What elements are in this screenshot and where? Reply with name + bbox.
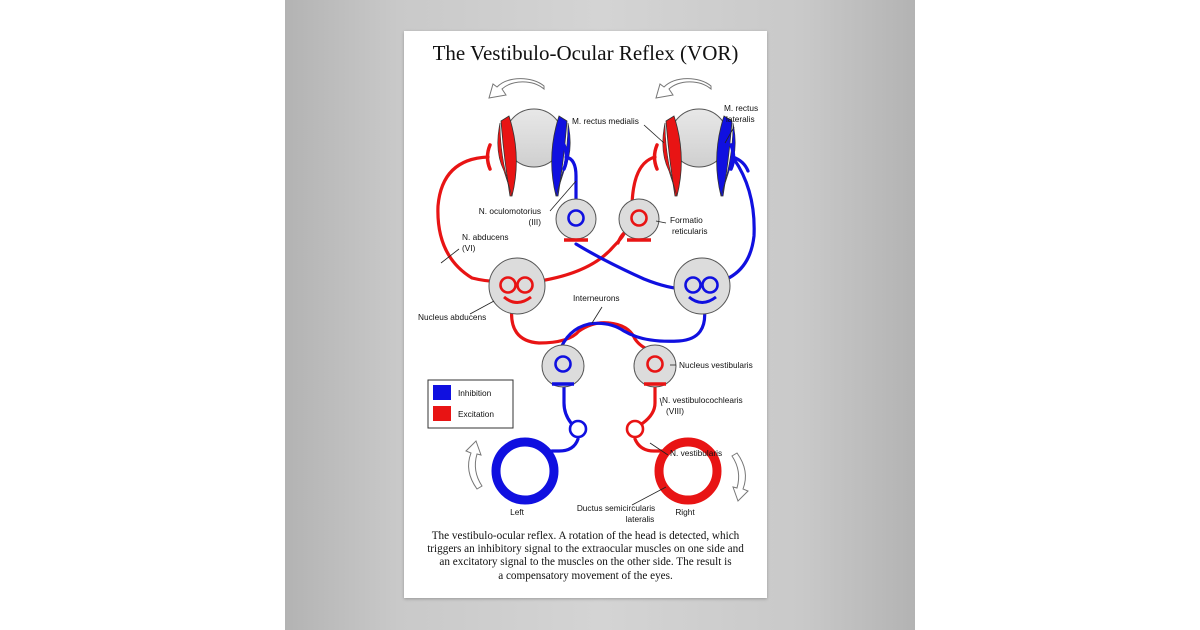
abducens-left-synapse [503, 295, 532, 304]
eye-rotation-arrow-right [655, 78, 712, 99]
right-eye-medial-muscle-fill [662, 122, 678, 197]
caption-line: an excitatory signal to the muscles on t… [439, 556, 732, 569]
label-m-rectus-medialis: M. rectus medialis [572, 116, 639, 126]
poster-title: The Vestibulo-Ocular Reflex (VOR) [432, 41, 739, 65]
red-ganglion-to-canal-right [633, 437, 664, 453]
red-abducens-nerve-left [436, 155, 511, 284]
leader-n-oculomotorius [549, 180, 577, 212]
abducens-right-synapse [688, 295, 717, 304]
vor-diagram: Inhibition Excitation M. rectus medialis… [418, 78, 758, 524]
ganglion-right [625, 419, 645, 439]
legend-swatch-excitation [433, 406, 451, 421]
leader-formatio [655, 220, 667, 224]
label-n-abducens-2: (VI) [462, 243, 476, 253]
caption-line: triggers an inhibitory signal to the ext… [427, 543, 744, 556]
label-interneurons: Interneurons [573, 293, 620, 303]
leader-n-vestibularis [649, 442, 669, 456]
oculomotor-neuron [567, 209, 585, 227]
label-n-vestibularis: N. vestibularis [670, 448, 722, 458]
label-left: Left [510, 507, 525, 517]
legend-excitation-label: Excitation [458, 409, 494, 419]
canal-rotation-arrow-left [465, 440, 483, 490]
label-n-abducens-1: N. abducens [462, 232, 509, 242]
label-m-rectus-lateralis-2: lateralis [726, 114, 755, 124]
blue-oculomotor-from-left-medial [564, 155, 578, 208]
leader-ductus [631, 486, 667, 506]
label-n-vestibulocochlearis-1: N. vestibulocochlearis [662, 395, 743, 405]
blue-ganglion-to-canal-left [550, 437, 580, 453]
vestibular-left-neuron [554, 355, 572, 373]
leader-nucleus-abducens [469, 300, 495, 315]
leader-interneurons [591, 306, 603, 324]
caption-line: a compensatory movement of the eyes. [498, 569, 673, 582]
label-m-rectus-lateralis-1: M. rectus [724, 103, 758, 113]
poster-caption: The vestibulo-ocular reflex. A rotation … [414, 530, 757, 583]
blue-interneuron-right [557, 304, 707, 355]
abducens-right-neuron-2 [701, 276, 719, 294]
poster: The Vestibulo-Ocular Reflex (VOR) [404, 31, 767, 598]
legend-swatch-inhibition [433, 385, 451, 400]
abducens-right-neuron-1 [684, 276, 702, 294]
label-n-vestibulocochlearis-2: (VIII) [666, 406, 684, 416]
blue-crossing-to-right-abducens [574, 242, 688, 291]
semicircular-canal-left [491, 437, 559, 505]
blue-abducens-to-lateralis [731, 155, 750, 173]
vestibular-right-neuron [646, 355, 664, 373]
abducens-left-neuron-1 [499, 276, 517, 294]
semicircular-canal-right [654, 437, 722, 505]
legend-inhibition-label: Inhibition [458, 388, 492, 398]
eye-rotation-arrow-left [488, 78, 545, 99]
leader-m-rectus-medialis [643, 124, 665, 144]
label-ductus-1: Ductus semicircularis [577, 503, 655, 513]
formatio-neuron [630, 209, 648, 227]
leader-n-vestibulocochlearis [659, 397, 663, 407]
label-nucleus-vestibularis: Nucleus vestibularis [679, 360, 753, 370]
leader-n-abducens [440, 248, 460, 264]
label-n-oculomotorius-2: (III) [529, 217, 542, 227]
ganglion-left [568, 419, 588, 439]
canal-rotation-arrow-right [731, 452, 749, 502]
label-ductus-2: lateralis [626, 514, 655, 524]
left-eye-lateral-muscle-fill [497, 122, 513, 197]
caption-line: The vestibulo-ocular reflex. A rotation … [431, 530, 740, 542]
leader-m-rectus-lateralis [724, 126, 735, 144]
label-formatio-2: reticularis [672, 226, 708, 236]
red-interneuron-left [509, 304, 656, 353]
label-n-oculomotorius-1: N. oculomotorius [479, 206, 541, 216]
label-right: Right [675, 507, 695, 517]
label-formatio-1: Formatio [670, 215, 703, 225]
legend: Inhibition Excitation [427, 379, 514, 429]
abducens-left-neuron-2 [516, 276, 534, 294]
label-nucleus-abducens: Nucleus abducens [418, 312, 486, 322]
